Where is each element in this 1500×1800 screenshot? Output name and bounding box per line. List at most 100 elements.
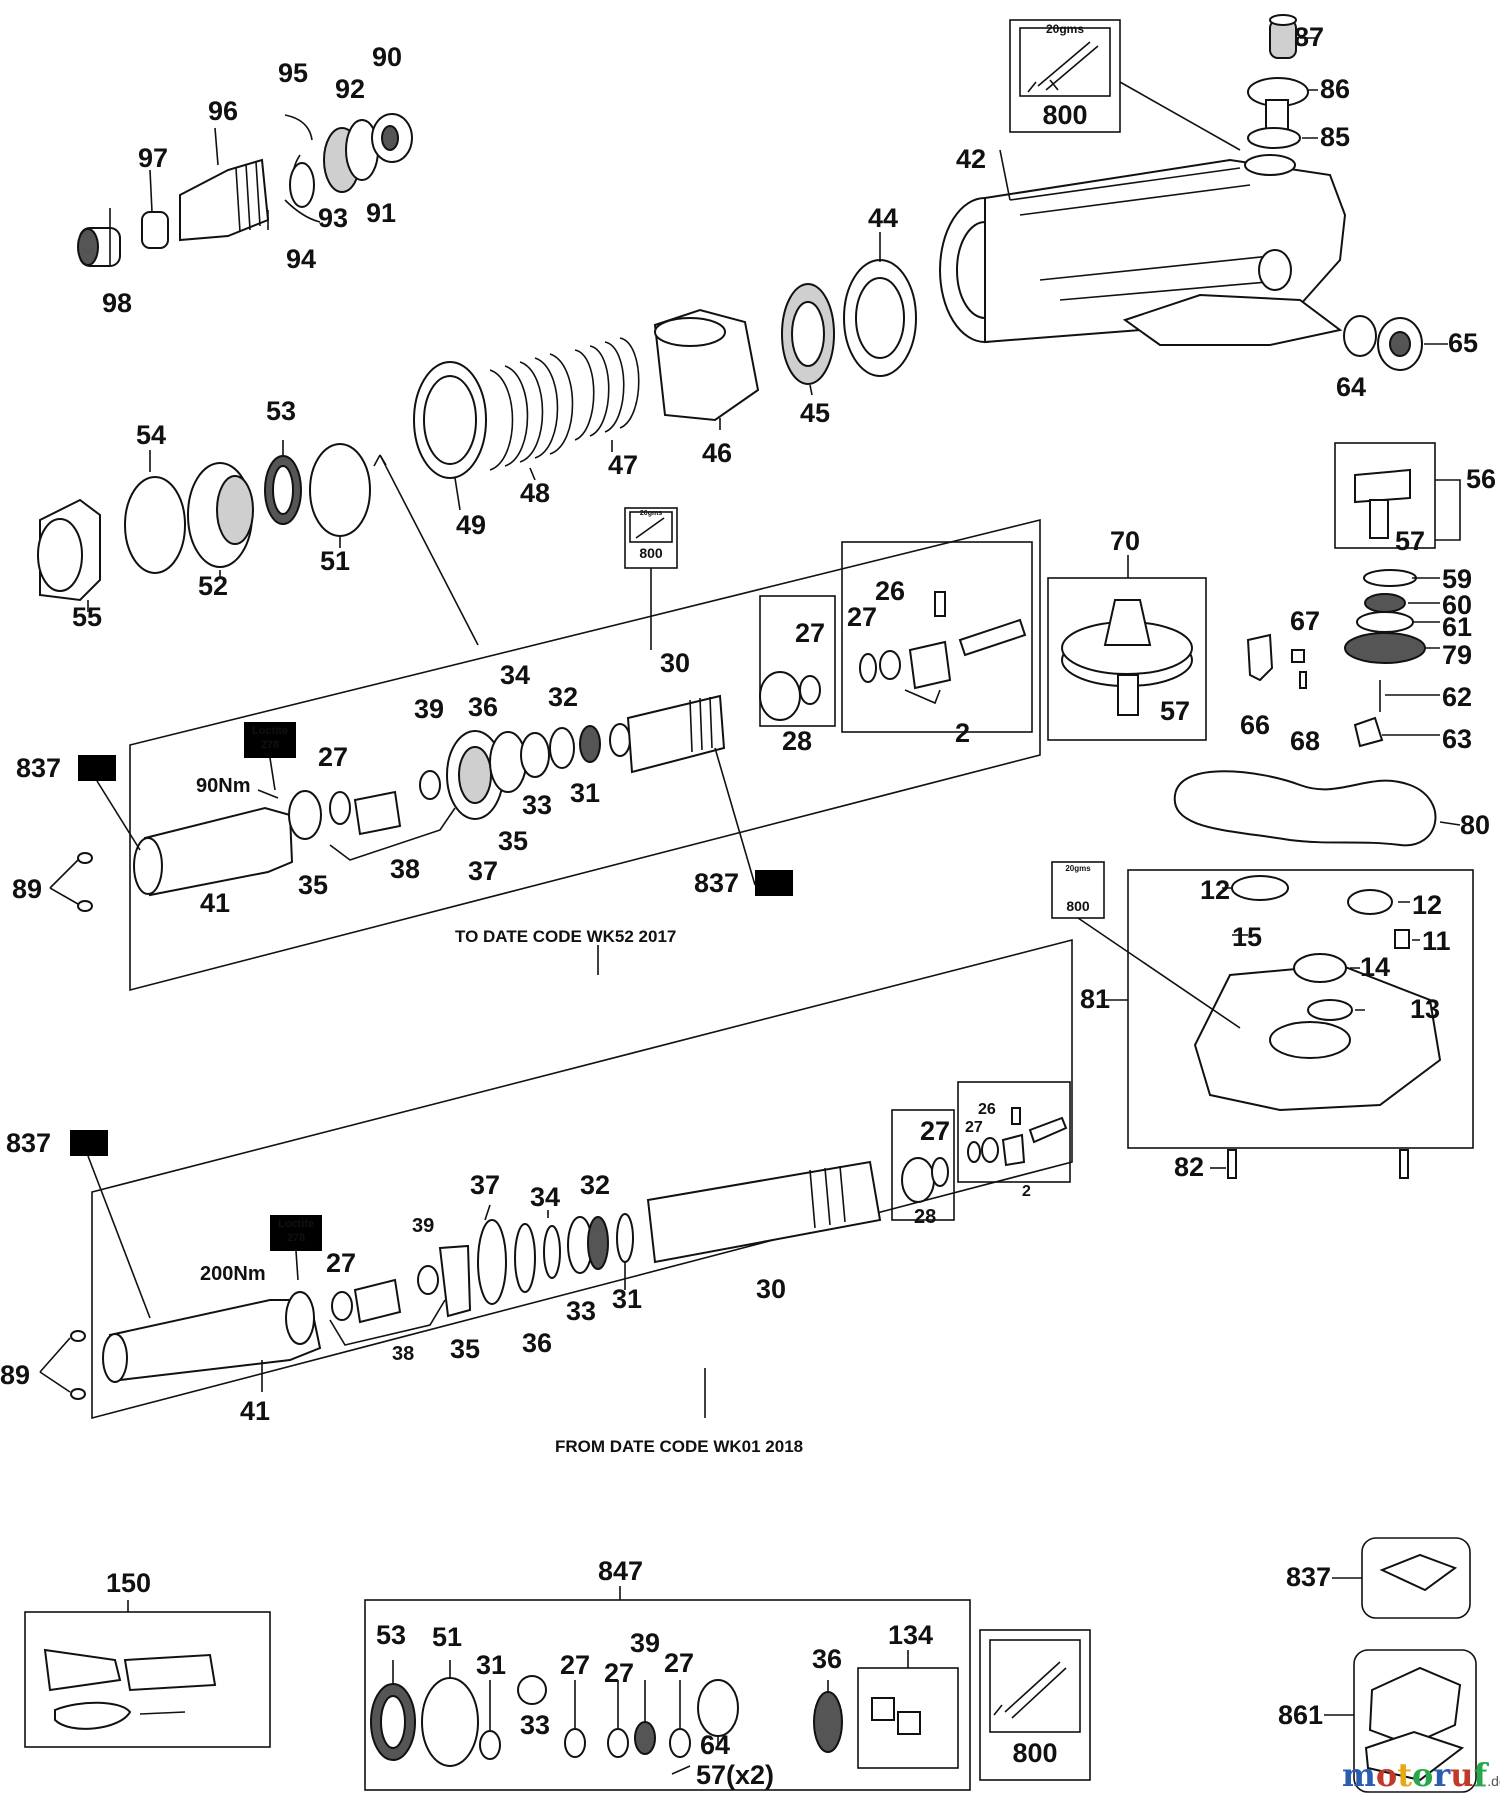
grease-box-upper [624, 507, 678, 569]
callout-47: 47 [608, 450, 639, 480]
callout-44: 44 [868, 203, 899, 233]
callout-12-a: 12 [1200, 875, 1231, 905]
callout-79: 79 [1442, 640, 1473, 670]
lower-callout-26: 26 [978, 1101, 996, 1118]
grease-top-code: 800 [1042, 100, 1088, 130]
grease-box-top [1009, 19, 1121, 133]
callout-12-b: 12 [1412, 890, 1443, 920]
callout-87: 87 [1294, 22, 1325, 52]
callout-14: 14 [1360, 952, 1391, 982]
gear-70 [1047, 577, 1207, 741]
watermark-letter: t [1397, 1756, 1412, 1794]
callout-53: 53 [266, 396, 297, 426]
springs [413, 337, 640, 479]
callout-45: 45 [800, 398, 831, 428]
callout-81: 81 [1080, 984, 1111, 1014]
callout-68: 68 [1290, 726, 1321, 756]
upper-callout-39: 39 [414, 694, 445, 724]
callout-97: 97 [138, 143, 169, 173]
kit-callout-27-b: 27 [604, 1658, 635, 1688]
upper-callout-41: 41 [200, 888, 231, 918]
watermark-letter: m [1342, 1756, 1376, 1794]
callout-61: 61 [1442, 612, 1473, 642]
callout-63: 63 [1442, 724, 1473, 754]
upper-callout-89: 89 [12, 874, 43, 904]
upper-callout-33: 33 [522, 790, 553, 820]
lower-callout-31: 31 [612, 1284, 643, 1314]
caption-lower: FROM DATE CODE WK01 2018 [555, 1437, 804, 1456]
callout-95: 95 [278, 58, 309, 88]
grease-bottom-code: 800 [1012, 1738, 1058, 1768]
837-tag-c [70, 1130, 108, 1156]
grease-upper-code: 800 [639, 545, 663, 561]
lower-callout-36: 36 [522, 1328, 553, 1358]
callout-46: 46 [702, 438, 733, 468]
lower-callout-33: 33 [566, 1296, 597, 1326]
callout-150: 150 [106, 1568, 152, 1598]
grease-box-bottom [979, 1629, 1091, 1781]
callout-134: 134 [888, 1620, 934, 1650]
middle-rings [653, 259, 917, 422]
upper-callout-27-a: 27 [847, 602, 878, 632]
callout-91: 91 [366, 198, 397, 228]
upper-callout-38: 38 [390, 854, 421, 884]
callout-837-box: 837 [1286, 1562, 1332, 1592]
gearbox-housing [939, 154, 1347, 346]
callout-92: 92 [335, 74, 366, 104]
lower-callout-32: 32 [580, 1170, 611, 1200]
gear-plate-81 [1127, 869, 1474, 1149]
upper-assembly-frame [129, 518, 1041, 992]
callout-51: 51 [320, 546, 351, 576]
callout-93: 93 [318, 203, 349, 233]
callout-42: 42 [956, 144, 987, 174]
loctite-lower-line2: 278 [286, 1232, 306, 1244]
callout-57-b: 57 [1160, 696, 1191, 726]
grease-right-code: 800 [1066, 898, 1090, 914]
upper-callout-30: 30 [660, 648, 691, 678]
shaft-lower [102, 1157, 949, 1383]
kit-847 [364, 1599, 971, 1791]
lower-callout-39: 39 [412, 1215, 435, 1237]
loctite-tag-lower [270, 1215, 322, 1251]
belt-80 [1173, 770, 1437, 847]
upper-callout-34: 34 [500, 660, 531, 690]
grease-top-amount: 20gms [1045, 22, 1085, 36]
callout-13: 13 [1410, 994, 1441, 1024]
loctite-lower-line1: Loctite [277, 1218, 315, 1230]
lower-callout-89: 89 [0, 1360, 31, 1390]
torque-upper: 90Nm [196, 775, 251, 797]
chuck-parts [37, 443, 371, 602]
lower-callout-27-a: 27 [920, 1116, 951, 1146]
lower-callout-30: 30 [756, 1274, 787, 1304]
watermark-letter: r [1433, 1756, 1451, 1794]
upper-callout-837-b: 837 [694, 868, 740, 898]
callout-847: 847 [598, 1556, 644, 1586]
callout-67: 67 [1290, 606, 1321, 636]
shaft-upper [133, 671, 821, 897]
watermark-letter: u [1450, 1756, 1474, 1794]
kit-callout-27-c: 27 [664, 1648, 695, 1678]
kit-callout-57: 57(x2) [696, 1760, 775, 1790]
upper-piston-parts [859, 591, 1027, 690]
lower-callout-41: 41 [240, 1396, 271, 1426]
callout-60: 60 [1442, 590, 1473, 620]
top-left-parts [77, 113, 413, 267]
loctite-upper-line1: Loctite [251, 725, 289, 737]
loctite-lower-text: Loctite 278 [270, 1217, 322, 1245]
callout-49: 49 [456, 510, 487, 540]
callout-57-a: 57 [1395, 526, 1426, 556]
upper-callout-35-a: 35 [498, 826, 529, 856]
lower-callout-27-c: 27 [326, 1248, 357, 1278]
upper-callout-37: 37 [468, 856, 499, 886]
callout-98: 98 [102, 288, 133, 318]
837-tag-b [755, 870, 793, 896]
callout-861: 861 [1278, 1700, 1324, 1730]
kit-callout-31: 31 [476, 1650, 507, 1680]
kit-callout-27-a: 27 [560, 1650, 591, 1680]
upper-callout-26: 26 [875, 576, 906, 606]
upper-callout-35-b: 35 [298, 870, 329, 900]
lower-callout-2: 2 [1022, 1183, 1031, 1200]
torque-lower: 200Nm [200, 1263, 266, 1285]
callout-62: 62 [1442, 682, 1473, 712]
callout-64: 64 [1336, 372, 1367, 402]
